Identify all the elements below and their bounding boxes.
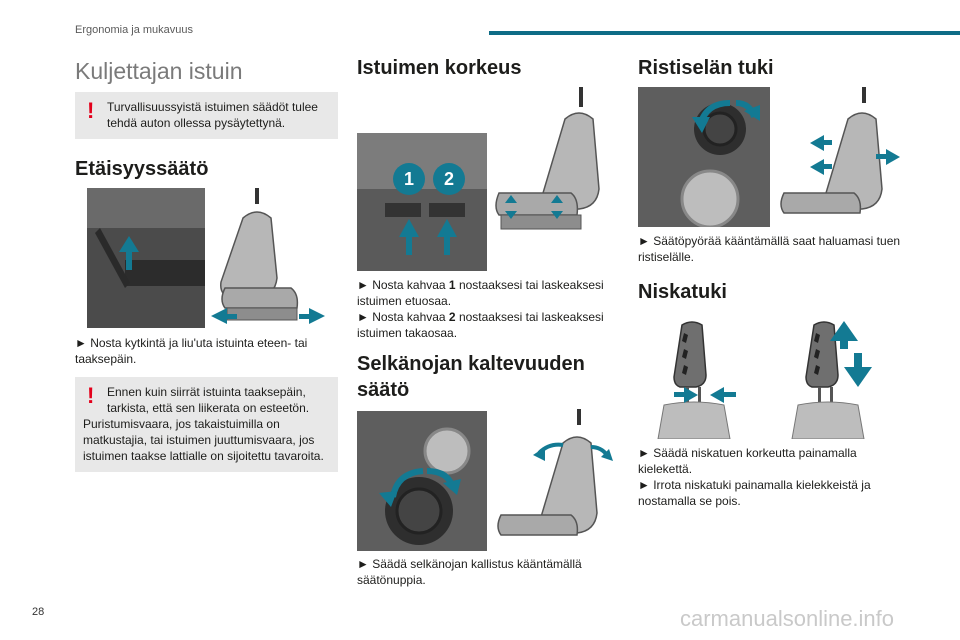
heading-headrest: Niskatuki: [638, 281, 727, 303]
figure-recline: [357, 409, 620, 551]
figure-headrest: [638, 315, 901, 440]
arrow-left-icon: [211, 308, 237, 324]
arrow-right-icon: [299, 308, 325, 324]
arrow-left-icon: [710, 387, 736, 403]
arrow-right-icon: [674, 387, 698, 403]
arrow-left-icon: [810, 159, 832, 175]
column-2: Istuimen korkeus 1 2 ► Nosta kahvaa: [357, 55, 620, 588]
warning-text: Turvallisuussyistä istuimen säädöt tulee…: [107, 100, 318, 130]
warning-icon: !: [87, 98, 95, 123]
instruction-lumbar: ► Säätöpyörää kääntämällä saat haluamasi…: [638, 234, 901, 264]
heading-height: Istuimen korkeus: [357, 57, 522, 79]
warning-box-safety: ! Turvallisuussyistä istuimen säädöt tul…: [75, 92, 338, 139]
arrow-up-icon: [830, 321, 858, 349]
svg-text:1: 1: [404, 169, 414, 189]
column-1: Kuljettajan istuin ! Turvallisuussyistä …: [75, 55, 338, 472]
distance-illustration: [87, 188, 325, 328]
arrow-up-icon: [119, 236, 139, 270]
warning-rest-text: Puristumisvaara, jos takaistuimilla on m…: [83, 417, 324, 463]
page-number: 28: [32, 606, 45, 618]
arrow-left-icon: [810, 135, 832, 151]
badge-2: 2: [433, 163, 465, 195]
recline-illustration: [357, 409, 613, 551]
instruction-headrest-1: ► Säädä niskatuen korkeutta painamalla k…: [638, 446, 857, 476]
lumbar-illustration: [638, 87, 900, 229]
instruction-recline: ► Säädä selkänojan kallistus kääntämällä…: [357, 557, 582, 587]
instruction-distance: ► Nosta kytkintä ja liu'uta istuinta ete…: [75, 336, 308, 366]
figure-height: 1 2: [357, 85, 620, 271]
column-3: Ristiselän tuki ► Säätöpyörää kääntämäll…: [638, 55, 901, 509]
arrow-up-icon: [437, 219, 457, 255]
heading-lumbar: Ristiselän tuki: [638, 57, 774, 79]
warning-icon: !: [87, 383, 95, 408]
page-title: Kuljettajan istuin: [75, 58, 243, 84]
arrow-up-down-icon: [505, 195, 517, 219]
watermark: carmanualsonline.info: [680, 606, 895, 631]
instruction-height-2: ► Nosta kahvaa 2 nostaaksesi tai laskeak…: [357, 310, 604, 340]
heading-distance: Etäisyyssäätö: [75, 158, 209, 180]
warning-box-clearance: ! Ennen kuin siirrät istuinta taaksepäin…: [75, 377, 338, 472]
instruction-headrest-2: ► Irrota niskatuki painamalla kielekkeis…: [638, 478, 871, 508]
headrest-illustration: [657, 321, 872, 440]
arrow-up-icon: [399, 219, 419, 255]
header-rule: [489, 31, 960, 35]
figure-lumbar: [638, 85, 901, 229]
arrow-down-icon: [844, 353, 872, 387]
warning-lead-text: Ennen kuin siirrät istuinta taaksepäin, …: [107, 385, 310, 415]
badge-1: 1: [393, 163, 425, 195]
height-illustration: 1 2: [357, 87, 600, 271]
section-header: Ergonomia ja mukavuus: [75, 24, 194, 36]
arrow-up-down-icon: [551, 195, 563, 219]
arrow-right-icon: [876, 149, 900, 165]
figure-distance: [75, 188, 338, 328]
instruction-height-1: ► Nosta kahvaa 1 nostaaksesi tai laskeak…: [357, 278, 604, 308]
heading-recline: Selkänojan kaltevuuden säätö: [357, 353, 585, 401]
svg-text:2: 2: [444, 169, 454, 189]
